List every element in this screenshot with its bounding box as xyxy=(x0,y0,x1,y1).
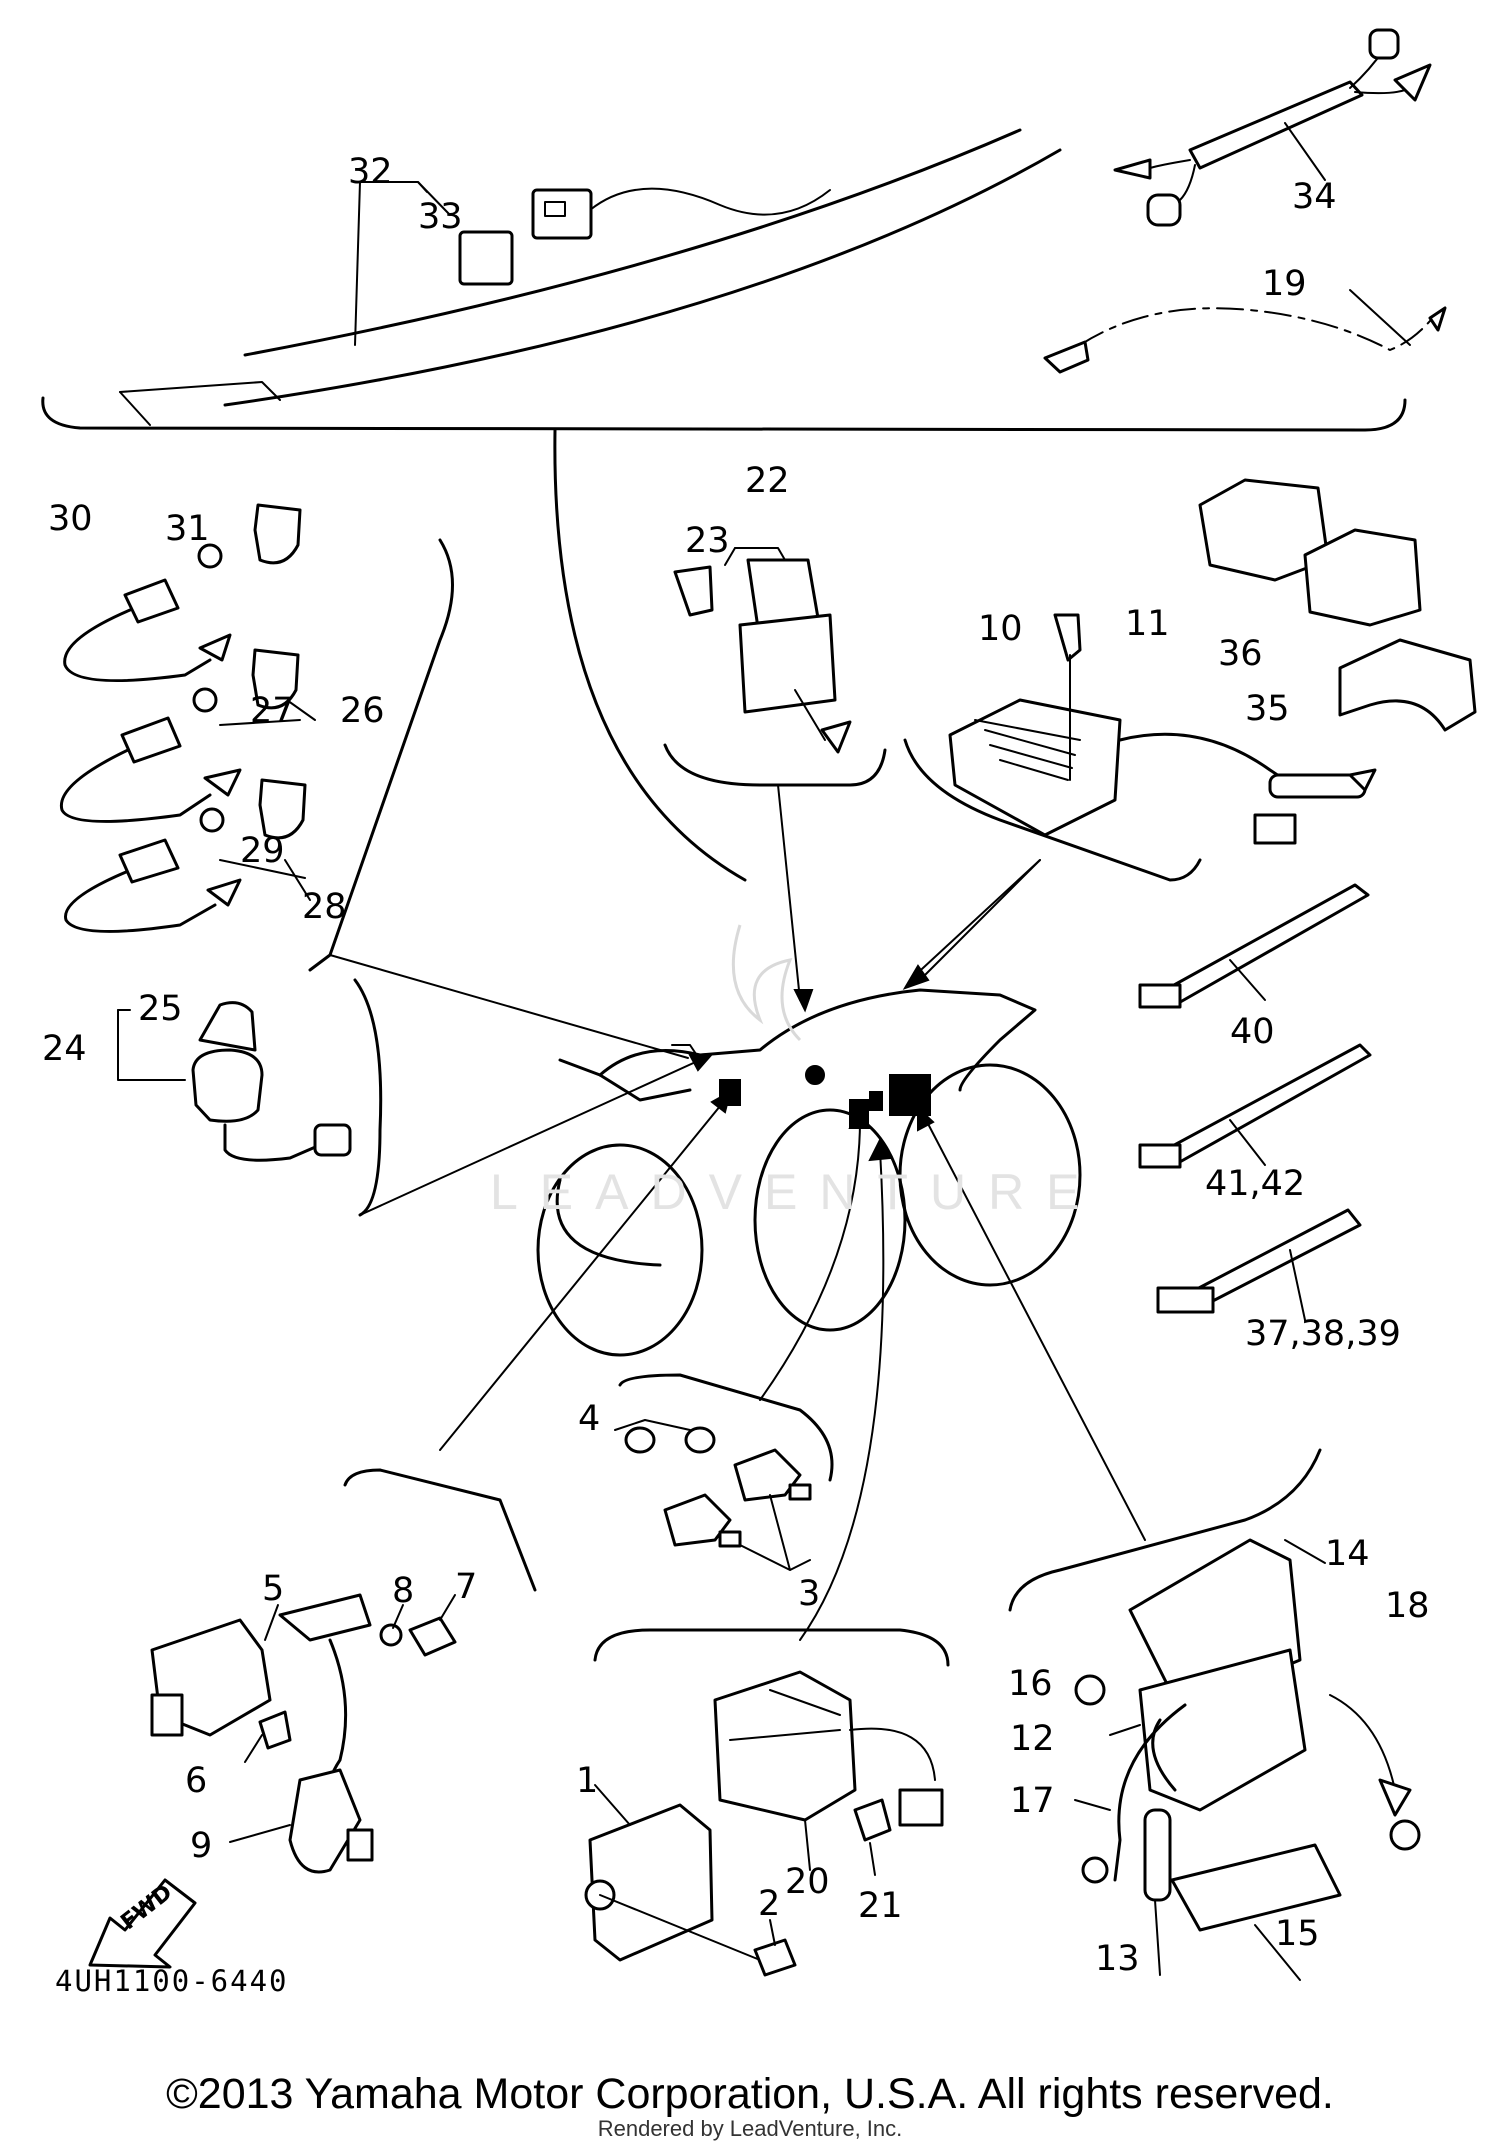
callout-22: 22 xyxy=(745,461,790,501)
callout-16: 16 xyxy=(1008,1664,1053,1704)
callout-11: 11 xyxy=(1125,604,1170,644)
callout-25: 25 xyxy=(138,989,183,1029)
diagram-code: 4UH1100-6440 xyxy=(55,1964,289,1998)
callout-1: 1 xyxy=(576,1761,598,1801)
callout-13: 13 xyxy=(1095,1939,1140,1979)
callout-35: 35 xyxy=(1245,689,1290,729)
callout-34: 34 xyxy=(1292,177,1337,217)
callout-2: 2 xyxy=(758,1884,780,1924)
callout-30: 30 xyxy=(48,499,93,539)
callout-29: 29 xyxy=(240,831,285,871)
callout-18: 18 xyxy=(1385,1586,1430,1626)
rendered-by-text: Rendered by LeadVenture, Inc. xyxy=(597,2116,903,2141)
callout-7: 7 xyxy=(455,1567,477,1607)
cover-36 xyxy=(1198,478,1422,627)
switch-group-24-25 xyxy=(117,978,383,1217)
switch-26 xyxy=(59,648,300,823)
relay-group-22-23 xyxy=(663,547,887,1001)
vehicle-outline xyxy=(536,924,1082,1357)
callout-20: 20 xyxy=(785,1862,830,1902)
callout-10: 10 xyxy=(978,609,1023,649)
wire-lead-34 xyxy=(1113,28,1432,227)
switch-group-26-31 xyxy=(59,381,454,972)
callout-8: 8 xyxy=(392,1571,414,1611)
callout-33: 33 xyxy=(418,197,463,237)
igniter-group-1-2-20-21 xyxy=(584,1628,950,1977)
switch-28 xyxy=(64,778,307,933)
callout-3: 3 xyxy=(798,1574,820,1614)
callout-4: 4 xyxy=(578,1399,600,1439)
callout-17: 17 xyxy=(1010,1781,1055,1821)
callout-19: 19 xyxy=(1262,264,1307,304)
coil-group-5-9 xyxy=(150,1468,537,1874)
callout-32: 32 xyxy=(348,152,393,192)
callout-15: 15 xyxy=(1275,1914,1320,1954)
fwd-arrow-icon xyxy=(88,1878,197,1969)
cover-35 xyxy=(1338,638,1477,732)
switch-group-3-4 xyxy=(614,1373,834,1571)
callout-9: 9 xyxy=(190,1826,212,1866)
regulator-group-10-11 xyxy=(903,478,1477,981)
callout-37-39: 37,38,39 xyxy=(1245,1314,1401,1354)
callout-labels: 1 2 3 4 5 6 7 8 9 10 11 12 13 14 15 16 1… xyxy=(42,152,1430,1979)
callout-26: 26 xyxy=(340,691,385,731)
callout-24: 24 xyxy=(42,1029,87,1069)
callout-27: 27 xyxy=(250,691,295,731)
callout-21: 21 xyxy=(858,1886,903,1926)
copyright-text: ©2013 Yamaha Motor Corporation, U.S.A. A… xyxy=(166,2070,1334,2118)
watermark-text: LEADVENTURE xyxy=(490,1164,1102,1220)
battery-group-12-18 xyxy=(1008,1448,1421,1981)
callout-5: 5 xyxy=(262,1569,284,1609)
callout-23: 23 xyxy=(685,521,730,561)
callout-36: 36 xyxy=(1218,634,1263,674)
switch-30 xyxy=(63,503,302,683)
callout-12: 12 xyxy=(1010,1719,1055,1759)
callout-6: 6 xyxy=(185,1761,207,1801)
callout-28: 28 xyxy=(302,887,347,927)
callout-14: 14 xyxy=(1325,1534,1370,1574)
leader-arrows xyxy=(329,859,1146,1641)
cable-bands xyxy=(1138,883,1372,1321)
callout-40: 40 xyxy=(1230,1012,1275,1052)
callout-41-42: 41,42 xyxy=(1205,1164,1305,1204)
callout-31: 31 xyxy=(165,509,210,549)
wire-lead-19 xyxy=(1043,289,1447,374)
wire-harness-group xyxy=(41,128,1407,882)
